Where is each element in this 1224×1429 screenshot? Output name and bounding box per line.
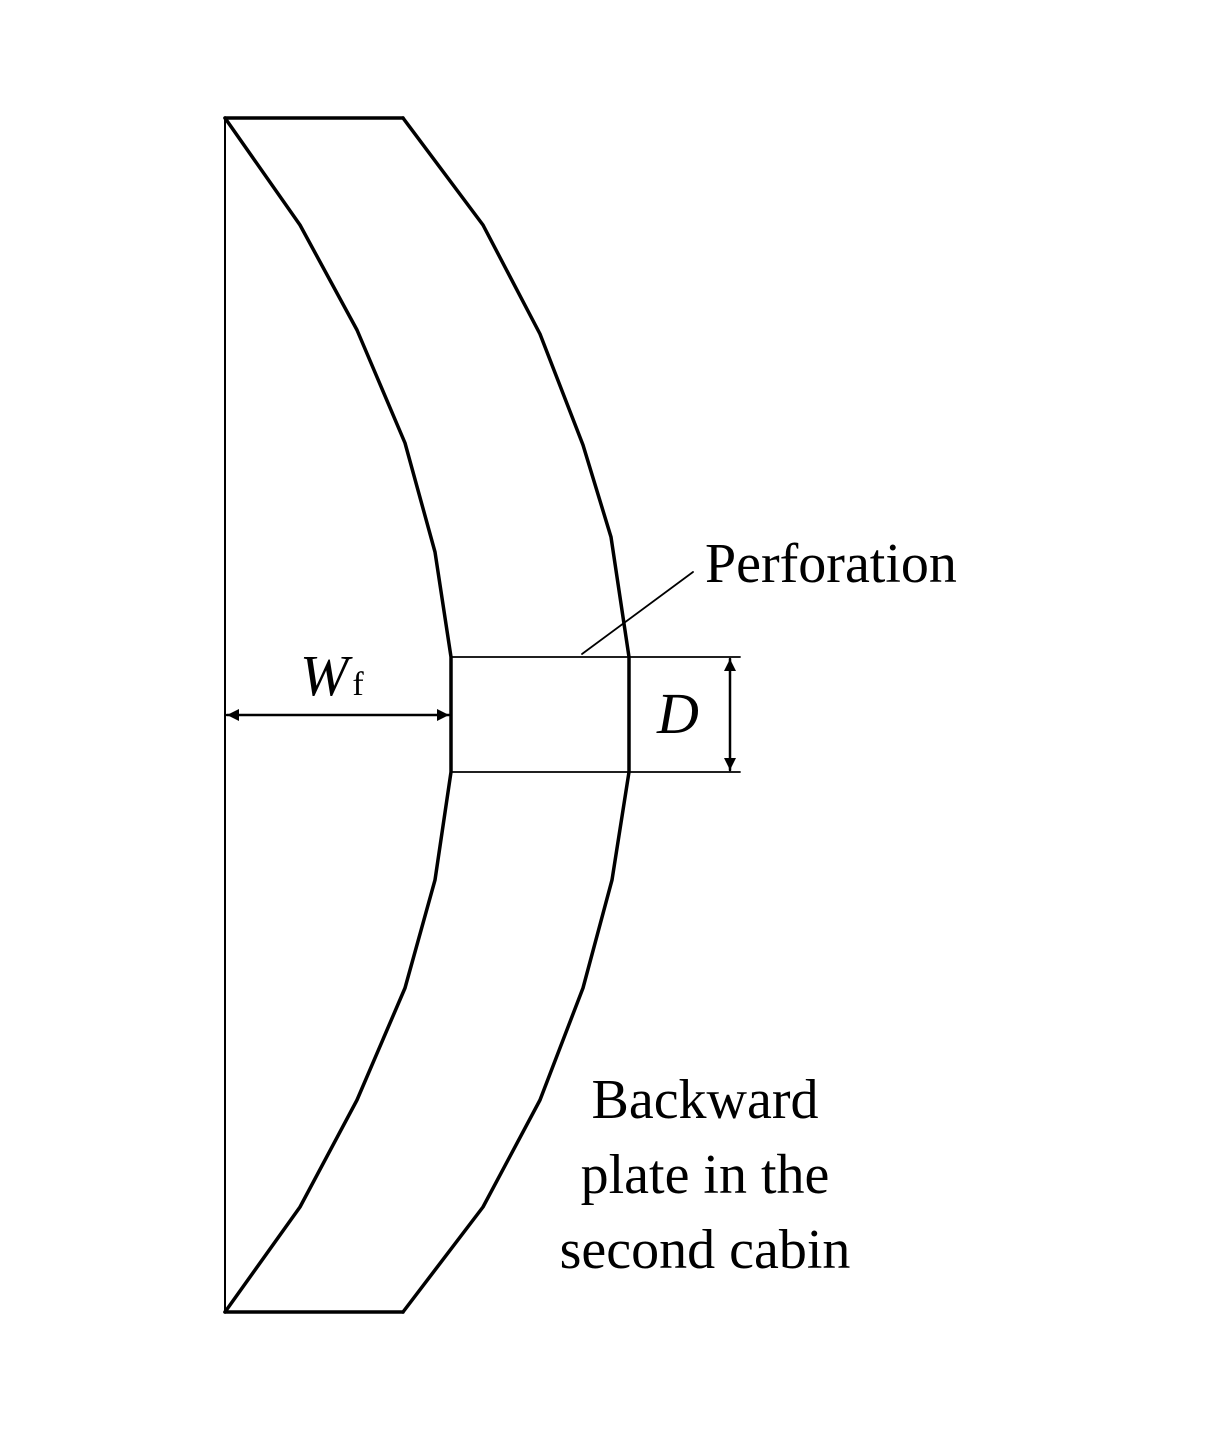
plate-label-line-1: Backward [591,1069,818,1131]
perforation-label: Perforation [705,533,957,595]
width-symbol: W [300,643,353,708]
plate-outer-edge [401,116,631,1314]
plate-inner-edge [223,116,453,1314]
width-subscript: f [352,666,364,703]
plate-label-line-3: second cabin [560,1219,851,1281]
perforation-leader-line [581,571,694,655]
plate-label-line-2: plate in the [581,1144,830,1206]
diameter-label: D [656,681,699,746]
